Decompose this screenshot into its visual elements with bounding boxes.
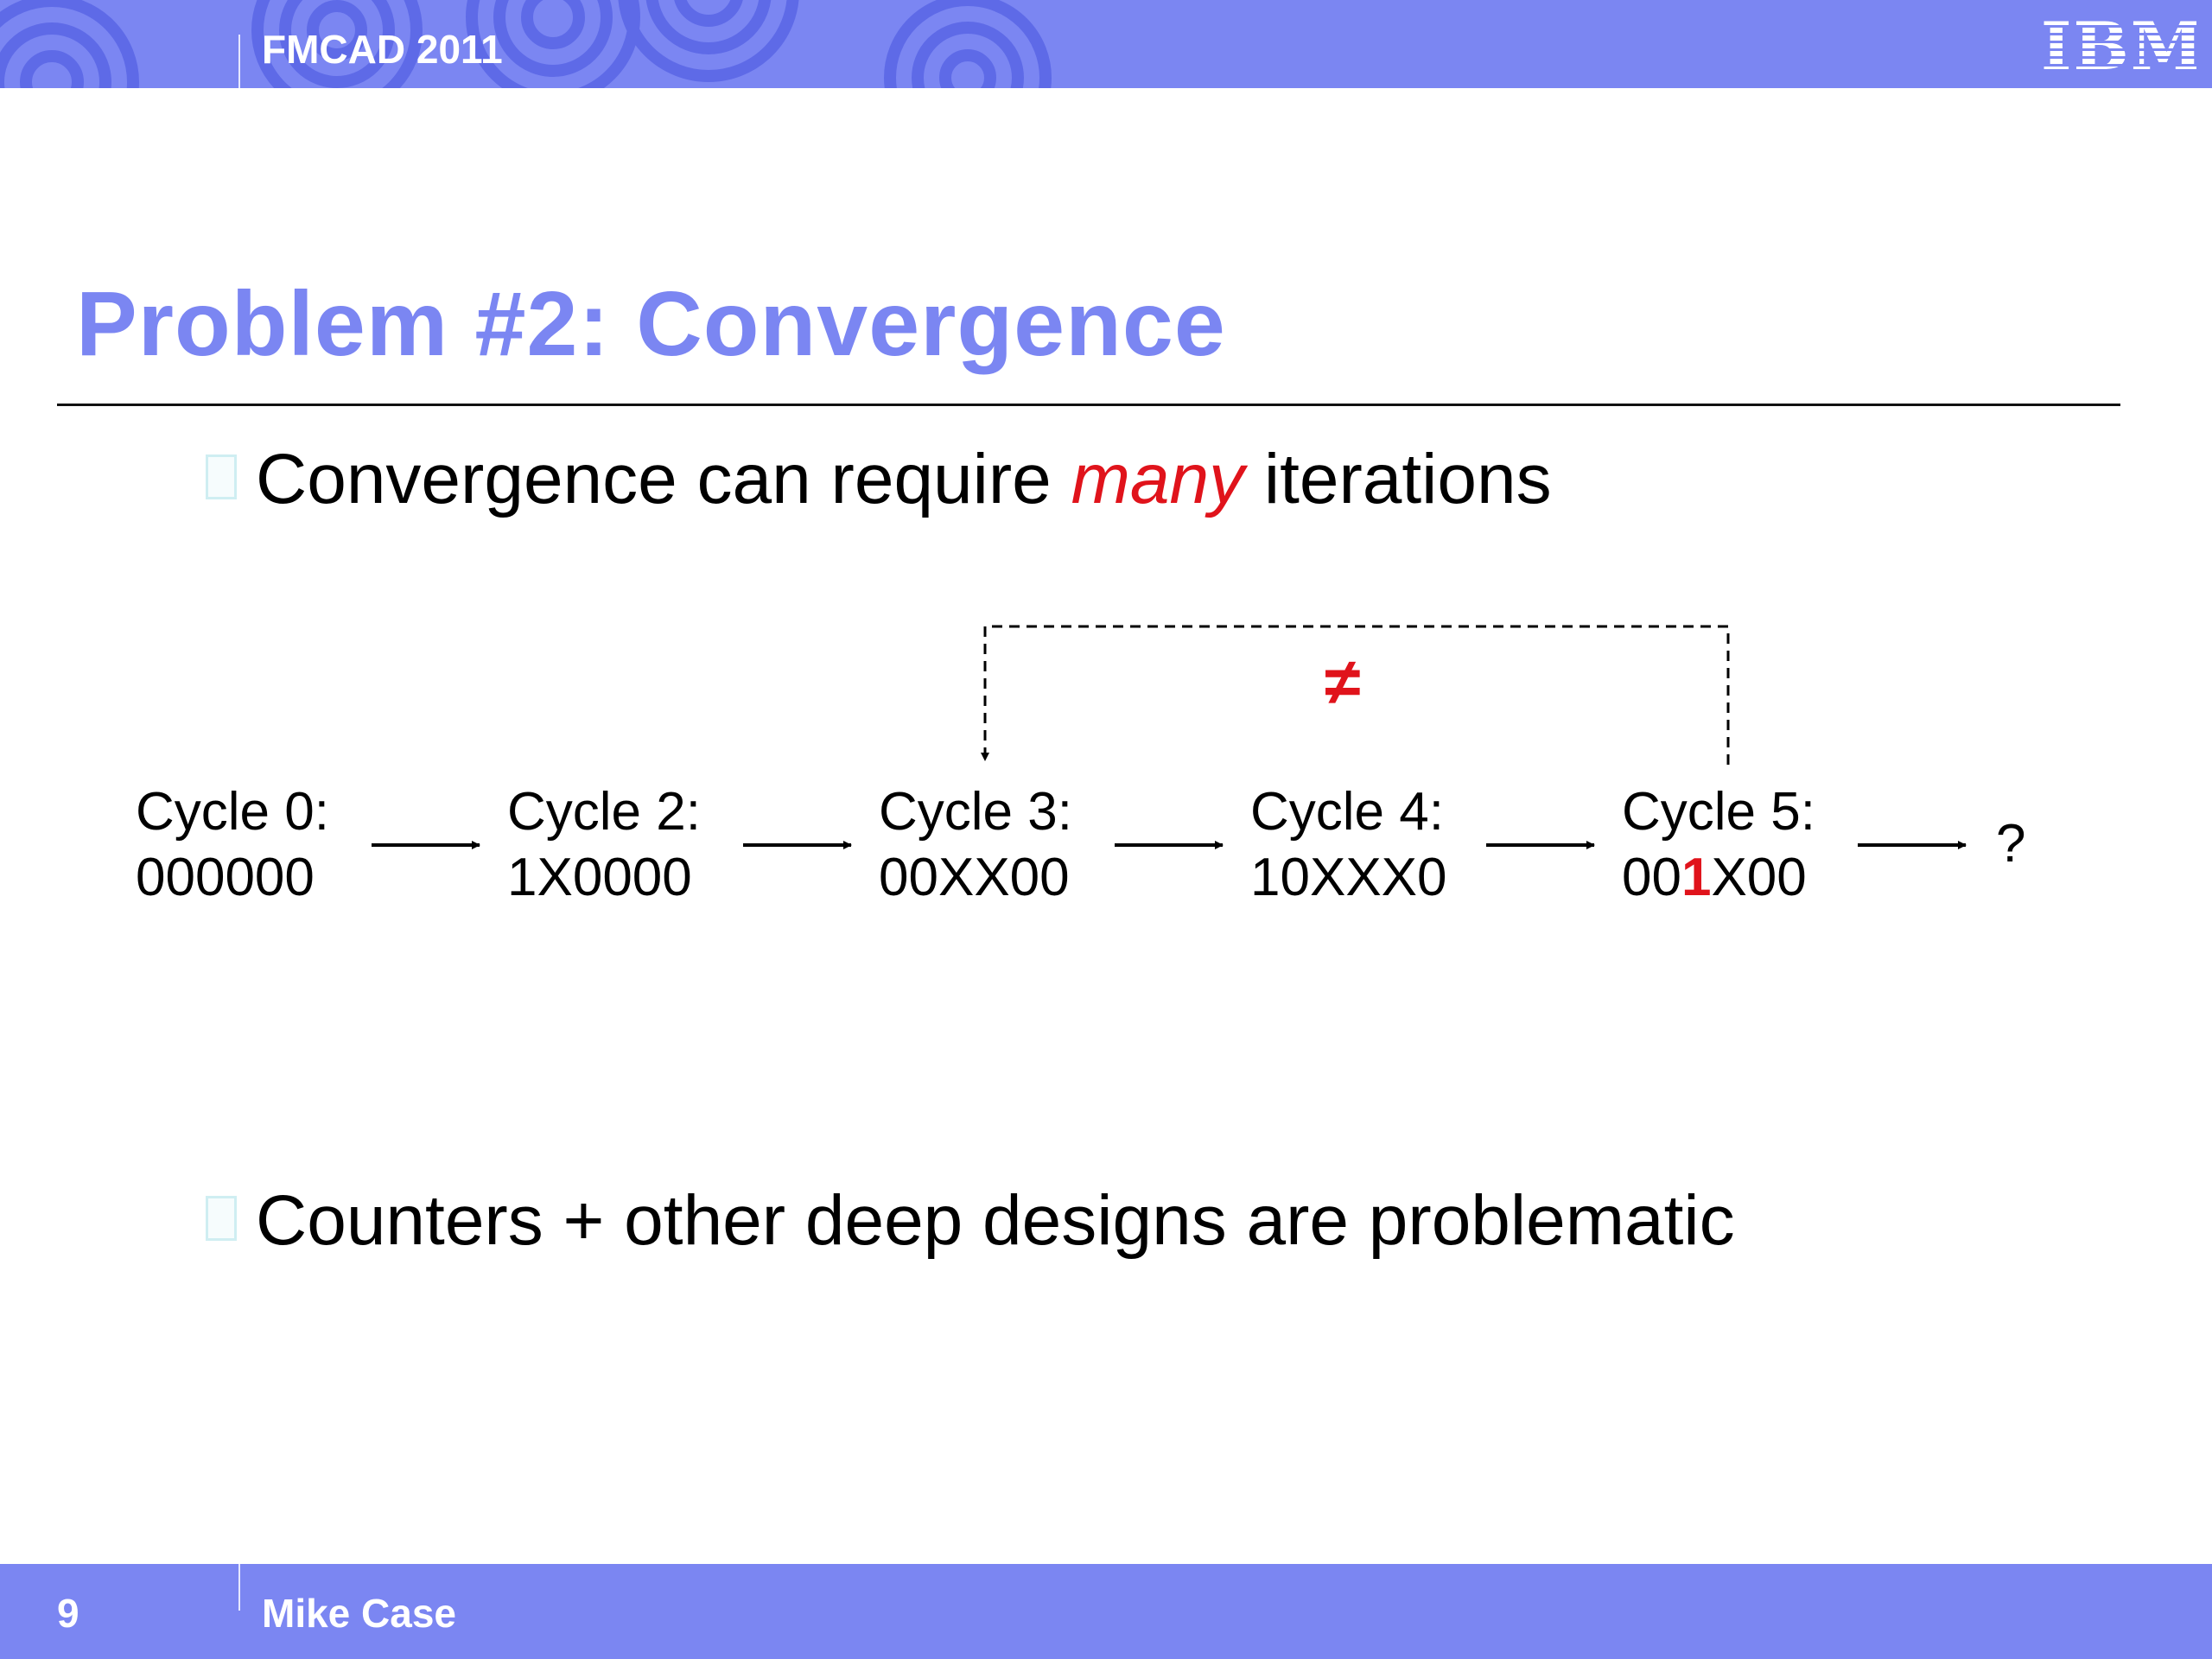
cycle-state: Cycle 4: 10XXX0 — [1250, 779, 1447, 911]
page-title: Problem #2: Convergence — [76, 273, 1226, 375]
header-bar: FMCAD 2011 IBM — [0, 0, 2212, 88]
cycle-state: Cycle 2: 1X0000 — [507, 779, 701, 911]
cycle-value: 1X0000 — [507, 848, 692, 907]
footer-bar — [0, 1564, 2212, 1659]
decorative-circles — [0, 0, 1052, 88]
author-name: Mike Case — [262, 1591, 457, 1636]
not-equal-symbol: ≠ — [1325, 645, 1361, 719]
cycle-value: 00XX00 — [879, 848, 1070, 907]
title-divider — [57, 404, 2120, 406]
cycle-label: Cycle 0: — [136, 782, 329, 842]
cycle-label: Cycle 2: — [507, 782, 701, 842]
page-number: 9 — [57, 1591, 79, 1636]
convergence-diagram — [372, 625, 1967, 849]
cycle-label: Cycle 4: — [1250, 782, 1444, 842]
svg-text:IBM: IBM — [2041, 12, 2196, 76]
bullet-marker — [206, 1196, 237, 1241]
cycle-state: Cycle 5: 001X00 — [1622, 779, 1815, 911]
cycle-value-suffix: X00 — [1711, 848, 1807, 907]
cycle-state: Cycle 3: 00XX00 — [879, 779, 1072, 911]
header-divider — [238, 35, 240, 88]
emphasis-text: many — [1071, 440, 1245, 518]
bullet-marker — [206, 454, 237, 499]
unknown-next-state: ? — [1996, 814, 2026, 874]
cycle-state: Cycle 0: 000000 — [136, 779, 329, 911]
cycle-value: 10XXX0 — [1250, 848, 1447, 907]
footer-divider — [238, 1564, 240, 1611]
bullet-text: Counters + other deep designs are proble… — [256, 1181, 1735, 1260]
ibm-logo: IBM — [2041, 12, 2196, 76]
bullet-text: Convergence can require — [256, 440, 1071, 518]
cycle-value-prefix: 00 — [1622, 848, 1681, 907]
feedback-dashed-arrow — [981, 625, 1730, 765]
cycle-label: Cycle 5: — [1622, 782, 1815, 842]
bullet-item: Convergence can require many iterations — [206, 444, 1552, 515]
cycle-value: 000000 — [136, 848, 315, 907]
bullet-text: iterations — [1244, 440, 1552, 518]
conference-name: FMCAD 2011 — [262, 27, 503, 72]
bullet-item: Counters + other deep designs are proble… — [206, 1185, 1735, 1256]
cycle-value: 001X00 — [1622, 845, 1815, 911]
highlighted-bit: 1 — [1681, 848, 1712, 907]
cycle-label: Cycle 3: — [879, 782, 1072, 842]
